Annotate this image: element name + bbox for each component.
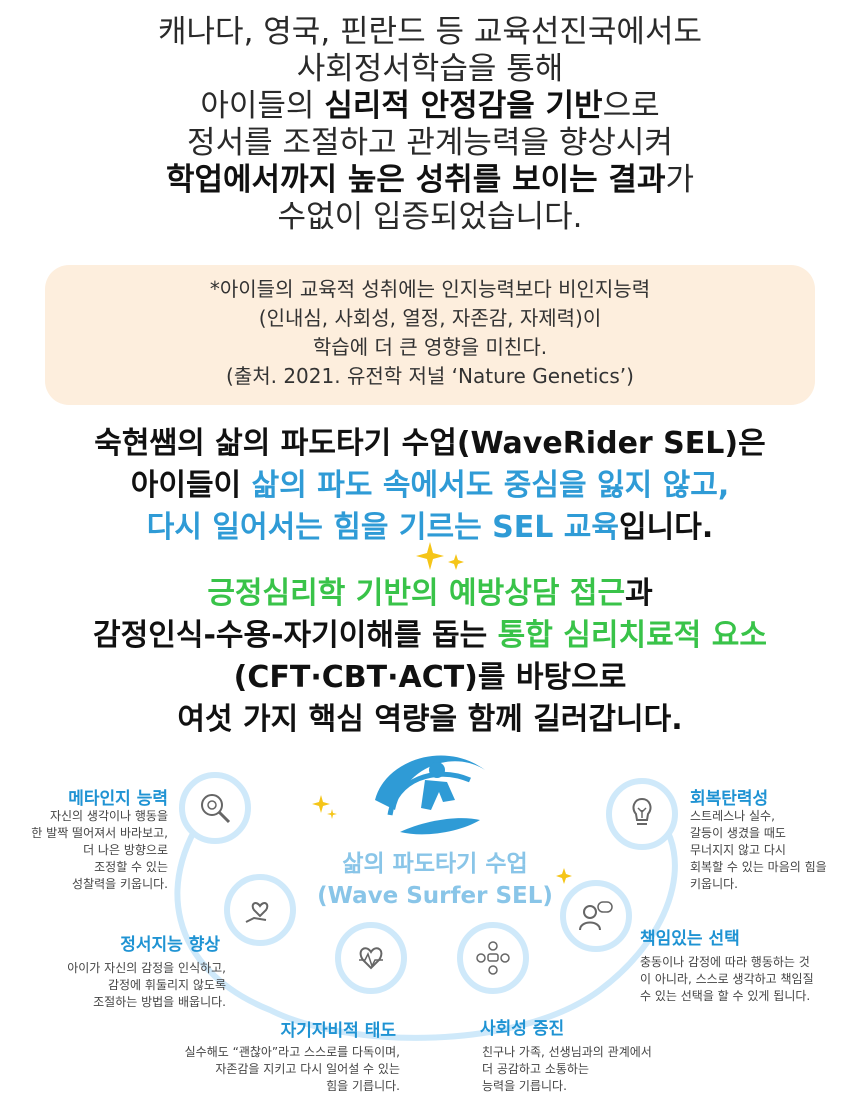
program-title-sub: (Wave Surfer SEL): [317, 883, 553, 909]
responsible-choice-icon: [560, 880, 632, 952]
intro-line-4: 정서를 조절하고 관계능력을 향상시켜: [187, 125, 673, 161]
approach-line-2: 감정인식-수용-자기이해를 돕는 통합 심리치료적 요소: [0, 615, 860, 657]
desc-line: 자신의 생각이나 행동을: [49, 809, 168, 823]
approach-text: 과: [625, 576, 653, 611]
intro-line-6: 수없이 입증되었습니다.: [277, 199, 583, 235]
resilience-title: 회복탄력성: [690, 789, 769, 809]
desc-line: 힘을 기릅니다.: [326, 1079, 400, 1093]
emotional-intelligence-desc: 아이가 자신의 감정을 인식하고, 감정에 휘둘리지 않도록 조절하는 방법을 …: [10, 960, 226, 1011]
desc-line: 수 있는 선택을 할 수 있게 됩니다.: [640, 989, 811, 1003]
resilience-icon: [606, 778, 678, 850]
program-title: 삶의 파도타기 수업 (Wave Surfer SEL): [290, 848, 580, 912]
headline-highlight: 삶의 파도 속에서도 중심을 잃지 않고,: [251, 468, 730, 503]
intro-paragraph: 캐나다, 영국, 핀란드 등 교육선진국에서도 사회정서학습을 통해 아이들의 …: [0, 14, 860, 236]
resilience-desc: 스트레스나 실수, 갈등이 생겼을 때도 무너지지 않고 다시 회복할 수 있는…: [690, 808, 855, 893]
desc-line: 갈등이 생겼을 때도: [690, 826, 786, 840]
research-note-box: *아이들의 교육적 성취에는 인지능력보다 비인지능력 (인내심, 사회성, 열…: [45, 265, 815, 405]
headline-text: 아이들이: [130, 468, 252, 503]
intro-text: 으로: [602, 88, 660, 124]
desc-line: 실수해도 “괜찮아”라고 스스로를 다독이며,: [184, 1045, 400, 1059]
desc-line: 아이가 자신의 감정을 인식하고,: [67, 961, 226, 975]
headline-text: 입니다.: [619, 510, 714, 545]
metacognition-icon: [179, 772, 251, 844]
program-title-main: 삶의 파도타기 수업: [342, 851, 528, 877]
note-line-1: *아이들의 교육적 성취에는 인지능력보다 비인지능력: [209, 277, 651, 301]
approach-text: 감정인식-수용-자기이해를 돕는: [93, 618, 498, 653]
self-compassion-icon: [335, 922, 407, 994]
desc-line: 스트레스나 실수,: [690, 809, 775, 823]
competency-diagram: [174, 797, 678, 1041]
desc-line: 더 공감하고 소통하는: [482, 1062, 589, 1076]
metacognition-desc: 자신의 생각이나 행동을 한 발짝 떨어져서 바라보고, 더 나은 방향으로 조…: [0, 808, 168, 893]
note-line-3: 학습에 더 큰 영향을 미친다.: [312, 335, 548, 359]
responsible-choice-title: 책임있는 선택: [640, 929, 740, 949]
desc-line: 한 발짝 떨어져서 바라보고,: [31, 826, 168, 840]
social-skills-desc: 친구나 가족, 선생님과의 관계에서 더 공감하고 소통하는 능력을 기릅니다.: [482, 1044, 712, 1095]
headline-line-3: 다시 일어서는 힘을 기르는 SEL 교육입니다.: [0, 507, 860, 549]
approach-line-3: (CFT·CBT·ACT)를 바탕으로: [233, 660, 627, 695]
headline-line-2: 아이들이 삶의 파도 속에서도 중심을 잃지 않고,: [0, 465, 860, 507]
desc-line: 회복할 수 있는 마음의 힘을: [690, 860, 827, 874]
surfer-icon: [375, 755, 485, 835]
approach-line-1: 긍정심리학 기반의 예방상담 접근과: [0, 573, 860, 615]
social-skills-title: 사회성 증진: [480, 1019, 565, 1039]
connector-arc: [174, 797, 678, 1041]
desc-line: 더 나은 방향으로: [83, 843, 168, 857]
desc-line: 감정에 휘둘리지 않도록: [107, 978, 226, 992]
approach-headline: 긍정심리학 기반의 예방상담 접근과 감정인식-수용-자기이해를 돕는 통합 심…: [0, 573, 860, 741]
sparkle-icon: [416, 542, 464, 570]
intro-line-3: 아이들의 심리적 안정감을 기반으로: [0, 88, 860, 125]
desc-line: 조정할 수 있는: [94, 860, 168, 874]
approach-highlight: 긍정심리학 기반의 예방상담 접근: [207, 576, 626, 611]
intro-text: 가: [665, 162, 695, 198]
desc-line: 능력을 기릅니다.: [482, 1079, 567, 1093]
desc-line: 무너지지 않고 다시: [690, 843, 786, 857]
social-skills-icon: [457, 922, 529, 994]
metacognition-title: 메타인지 능력: [68, 789, 168, 809]
self-compassion-desc: 실수해도 “괜찮아”라고 스스로를 다독이며, 자존감을 지키고 다시 일어설 …: [130, 1044, 400, 1095]
program-headline: 숙현쌤의 삶의 파도타기 수업(WaveRider SEL)은 아이들이 삶의 …: [0, 423, 860, 549]
desc-line: 이 아니라, 스스로 생각하고 책임질: [640, 972, 814, 986]
intro-text: 아이들의: [200, 88, 325, 124]
desc-line: 성찰력을 키웁니다.: [72, 877, 168, 891]
headline-line-1: 숙현쌤의 삶의 파도타기 수업(WaveRider SEL)은: [94, 426, 766, 461]
intro-line-1: 캐나다, 영국, 핀란드 등 교육선진국에서도: [158, 14, 702, 50]
responsible-choice-desc: 충동이나 감정에 따라 행동하는 것 이 아니라, 스스로 생각하고 책임질 수…: [640, 954, 855, 1005]
desc-line: 충동이나 감정에 따라 행동하는 것: [640, 955, 810, 969]
intro-line-5: 학업에서까지 높은 성취를 보이는 결과가: [0, 162, 860, 199]
desc-line: 키웁니다.: [690, 877, 738, 891]
self-compassion-title: 자기자비적 태도: [280, 1021, 396, 1041]
note-line-2: (인내심, 사회성, 열정, 자존감, 자제력)이: [258, 306, 602, 330]
desc-line: 조절하는 방법을 배웁니다.: [93, 995, 226, 1009]
emotional-intelligence-title: 정서지능 향상: [120, 935, 220, 955]
desc-line: 친구나 가족, 선생님과의 관계에서: [482, 1045, 652, 1059]
approach-highlight: 통합 심리치료적 요소: [497, 618, 767, 653]
intro-emphasis: 심리적 안정감을 기반: [324, 88, 603, 124]
intro-emphasis: 학업에서까지 높은 성취를 보이는 결과: [165, 162, 666, 198]
headline-highlight: 다시 일어서는 힘을 기르는 SEL 교육: [146, 510, 620, 545]
note-line-4: (출처. 2021. 유전학 저널 ‘Nature Genetics’): [226, 364, 634, 388]
sparkle-icon: [556, 868, 572, 884]
intro-line-2: 사회정서학습을 통해: [296, 51, 564, 87]
approach-line-4: 여섯 가지 핵심 역량을 함께 길러갑니다.: [177, 702, 683, 737]
desc-line: 자존감을 지키고 다시 일어설 수 있는: [215, 1062, 400, 1076]
sparkle-icon: [312, 795, 337, 819]
emotional-intelligence-icon: [224, 874, 296, 946]
